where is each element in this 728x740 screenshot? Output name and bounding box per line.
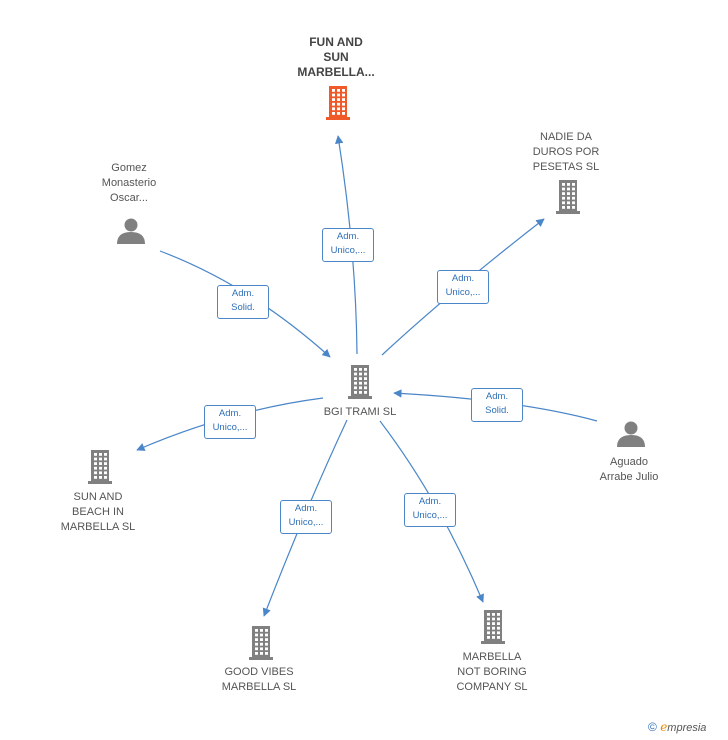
edge-role-badge[interactable]: Adm. Unico,... <box>437 270 489 304</box>
node-label-line: BGI TRAMI SL <box>323 406 397 418</box>
building-icon[interactable] <box>481 610 505 644</box>
node-label-line: FUN AND <box>309 35 363 49</box>
node-label-line: Monasterio <box>101 177 157 189</box>
building-icon[interactable] <box>348 365 372 399</box>
node-label-bgi[interactable]: BGI TRAMI SL <box>300 405 420 420</box>
node-label-line: Oscar... <box>110 192 148 204</box>
node-label-line: DUROS POR <box>532 146 600 158</box>
node-label-line: Arrabe Julio <box>599 471 659 483</box>
node-label-line: Aguado <box>610 456 648 468</box>
person-icon[interactable] <box>117 218 145 245</box>
person-icon[interactable] <box>617 421 645 448</box>
node-label-line: GOOD VIBES <box>224 666 294 678</box>
building-icon[interactable] <box>249 626 273 660</box>
empresia-logo-initial: e <box>660 720 668 734</box>
edge-role-text: Adm. <box>294 503 318 514</box>
edge-role-text: Unico,... <box>212 422 248 433</box>
footer-brand: © empresia <box>648 720 706 734</box>
edge-role-text: Unico,... <box>288 517 324 528</box>
node-label-line: SUN AND <box>73 491 123 503</box>
node-label-line: NOT BORING <box>457 666 527 678</box>
edge-role-badge[interactable]: Adm. Unico,... <box>280 500 332 534</box>
node-label-line: COMPANY SL <box>456 681 528 693</box>
copyright-icon: © <box>648 720 657 734</box>
edge-role-text: Adm. <box>336 231 360 242</box>
edge-role-text: Adm. <box>451 273 475 284</box>
node-label-line: MARBELLA... <box>297 65 375 79</box>
building-icon[interactable] <box>326 86 350 120</box>
edge-role-text: Solid. <box>485 405 509 416</box>
edge-role-text: Unico,... <box>445 287 481 298</box>
building-icon[interactable] <box>556 180 580 214</box>
node-label-line: PESETAS SL <box>532 161 600 173</box>
edge-role-text: Adm. <box>231 288 255 299</box>
edge-role-badge[interactable]: Adm. Solid. <box>217 285 269 319</box>
edge-role-text: Adm. <box>218 408 242 419</box>
edge-role-badge[interactable]: Adm. Unico,... <box>204 405 256 439</box>
node-label-line: NADIE DA <box>540 131 592 143</box>
edge-role-text: Unico,... <box>412 510 448 521</box>
edge-role-text: Unico,... <box>330 245 366 256</box>
node-label-goodvibes[interactable]: GOOD VIBES MARBELLA SL <box>199 665 319 695</box>
node-label-line: MARBELLA SL <box>60 521 136 533</box>
node-label-sunbeach[interactable]: SUN AND BEACH IN MARBELLA SL <box>38 490 158 535</box>
node-label-nadie[interactable]: NADIE DA DUROS POR PESETAS SL <box>511 130 621 175</box>
edge-role-badge[interactable]: Adm. Unico,... <box>322 228 374 262</box>
edge-role-badge[interactable]: Adm. Unico,... <box>404 493 456 527</box>
edge-role-badge[interactable]: Adm. Solid. <box>471 388 523 422</box>
building-icon[interactable] <box>88 450 112 484</box>
node-label-line: BEACH IN <box>72 506 124 518</box>
node-label-line: MARBELLA SL <box>221 681 297 693</box>
node-label-line: SUN <box>323 50 349 64</box>
edge-role-text: Solid. <box>231 302 255 313</box>
node-label-notboring[interactable]: MARBELLA NOT BORING COMPANY SL <box>432 650 552 695</box>
node-label-line: Gomez <box>111 162 147 174</box>
edge-role-text: Adm. <box>418 496 442 507</box>
edge-role-text: Adm. <box>485 391 509 402</box>
empresia-logo-text: mpresia <box>667 722 707 734</box>
node-label-line: MARBELLA <box>462 651 522 663</box>
